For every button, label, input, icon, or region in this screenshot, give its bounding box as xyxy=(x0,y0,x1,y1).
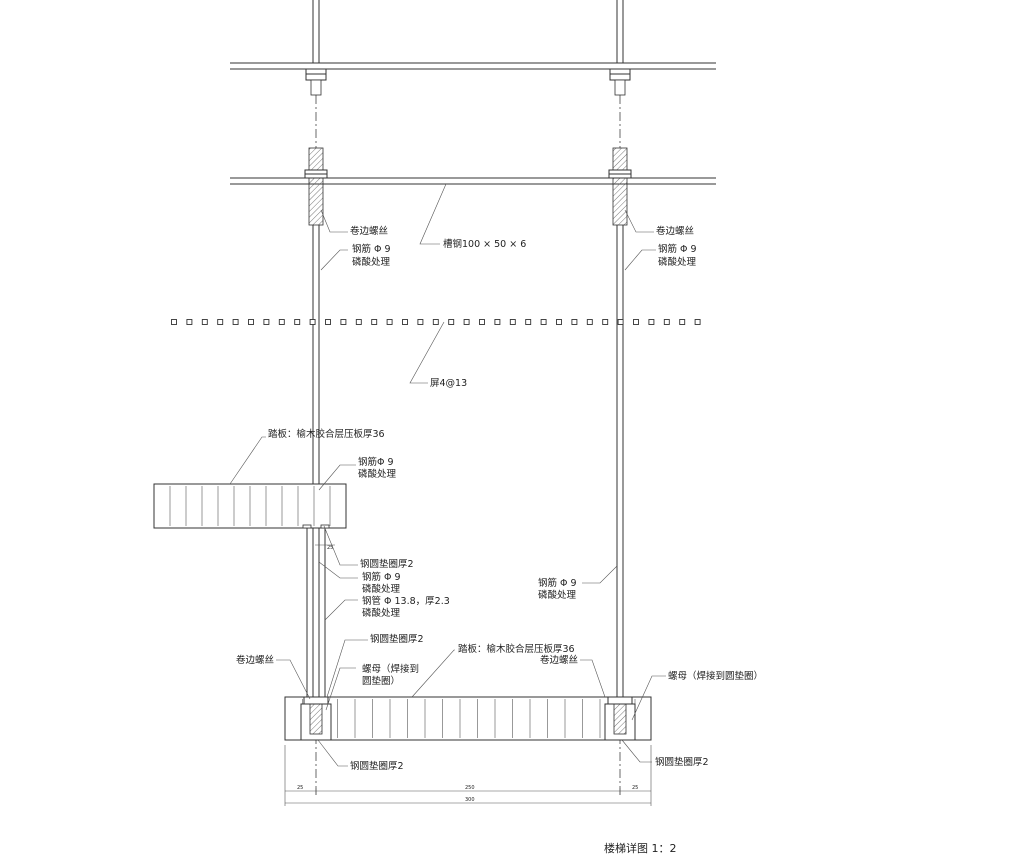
label-tread-board-upper: 踏板：榆木胶合层压板厚36 xyxy=(268,428,385,440)
label-washer-lower-right: 钢圆垫圈厚2 xyxy=(655,756,709,768)
screen-square xyxy=(540,319,547,325)
label-steel-pipe: 钢管 Φ 13.8，厚2.3 xyxy=(362,595,450,607)
screen-square xyxy=(525,319,532,325)
screen-square xyxy=(232,319,239,325)
label-rebar-upper: 钢筋Φ 9 xyxy=(358,456,394,468)
screen-square xyxy=(694,319,701,325)
dimension-lines xyxy=(284,544,652,806)
screen-square xyxy=(278,319,285,325)
screen-square xyxy=(325,319,331,325)
label-washer-mid: 钢圆垫圈厚2 xyxy=(370,633,424,645)
screen-square xyxy=(340,319,347,325)
dim-middle: 250 xyxy=(465,785,475,791)
label-rebar-right-lower: 钢筋 Φ 9 xyxy=(538,577,577,589)
screen-square xyxy=(463,319,470,325)
steel-pipe xyxy=(302,524,330,697)
label-rolled-bolt-right: 卷边螺丝 xyxy=(656,225,694,237)
channel-beam xyxy=(230,177,716,185)
screen-square xyxy=(648,319,655,325)
leader-lines xyxy=(229,183,666,767)
label-washer-lower-left: 钢圆垫圈厚2 xyxy=(350,760,404,772)
top-nut-right xyxy=(609,68,631,96)
label-nut-right: 螺母（焊接到圆垫圈） xyxy=(668,670,763,682)
label-phosphate-pipe: 磷酸处理 xyxy=(362,607,401,619)
screen-square xyxy=(417,319,424,325)
label-phosphate-right: 磷酸处理 xyxy=(658,256,697,268)
screen-square xyxy=(217,319,224,325)
lower-tread-board xyxy=(284,696,652,741)
screen-square xyxy=(494,319,501,325)
label-rolled-bolt-lower-right: 卷边螺丝 xyxy=(540,654,578,666)
screen-square xyxy=(248,319,254,325)
screen-square xyxy=(679,319,686,325)
left-tread-board xyxy=(153,483,347,529)
drawing-title: 楼梯详图 1：2 xyxy=(604,841,677,855)
screen-square xyxy=(402,319,408,325)
label-rolled-bolt-left: 卷边螺丝 xyxy=(350,225,388,237)
dim-right: 25 xyxy=(632,785,638,791)
label-phosphate-mid: 磷酸处理 xyxy=(362,583,401,595)
screen-square xyxy=(633,319,639,325)
rolled-bolt-right xyxy=(608,147,632,226)
screen-square xyxy=(556,319,562,325)
screen-square xyxy=(355,319,362,325)
screen-square xyxy=(617,319,624,325)
screen-square xyxy=(479,319,485,325)
screen-square xyxy=(509,319,516,325)
label-screen: 屏4@13 xyxy=(430,378,467,389)
label-channel-steel: 槽钢100 × 50 × 6 xyxy=(443,238,526,250)
label-washer-upper: 钢圆垫圈厚2 xyxy=(360,558,414,570)
rolled-bolt-left xyxy=(304,147,328,226)
label-rebar-left: 钢筋 Φ 9 xyxy=(352,243,391,255)
screen-square xyxy=(386,319,393,325)
label-phosphate-left: 磷酸处理 xyxy=(352,256,391,268)
top-nut-left xyxy=(305,68,327,96)
screen-square xyxy=(432,319,439,325)
screen-square xyxy=(571,319,578,325)
dim-left: 25 xyxy=(297,785,303,791)
screen-square xyxy=(602,319,609,325)
label-phosphate-right-lower: 磷酸处理 xyxy=(538,589,577,601)
screen-square xyxy=(263,319,270,325)
label-tread-board-lower: 踏板：榆木胶合层压板厚36 xyxy=(458,643,575,655)
screen-square xyxy=(586,319,593,325)
top-channel-beam xyxy=(230,62,716,70)
screen-square xyxy=(309,319,316,325)
label-phosphate-upper: 磷酸处理 xyxy=(358,468,397,480)
screen-square xyxy=(186,319,193,325)
label-rolled-bolt-lower-left: 卷边螺丝 xyxy=(236,654,274,666)
screen-square xyxy=(371,319,378,325)
right-rod xyxy=(616,0,624,795)
dim-total: 300 xyxy=(465,797,475,803)
dim-small: 25 xyxy=(327,545,333,551)
screen-square xyxy=(663,319,670,325)
label-rebar-right: 钢筋 Φ 9 xyxy=(658,243,697,255)
label-rebar-mid: 钢筋 Φ 9 xyxy=(362,571,401,583)
label-nut-line2: 圆垫圈） xyxy=(362,675,400,687)
screen-square xyxy=(294,319,301,325)
screen-squares xyxy=(171,319,701,325)
label-nut-line1: 螺母（焊接到 xyxy=(362,663,419,675)
screen-square xyxy=(201,319,208,325)
screen-square xyxy=(448,319,455,325)
screen-square xyxy=(171,319,177,325)
left-rod xyxy=(312,0,320,795)
